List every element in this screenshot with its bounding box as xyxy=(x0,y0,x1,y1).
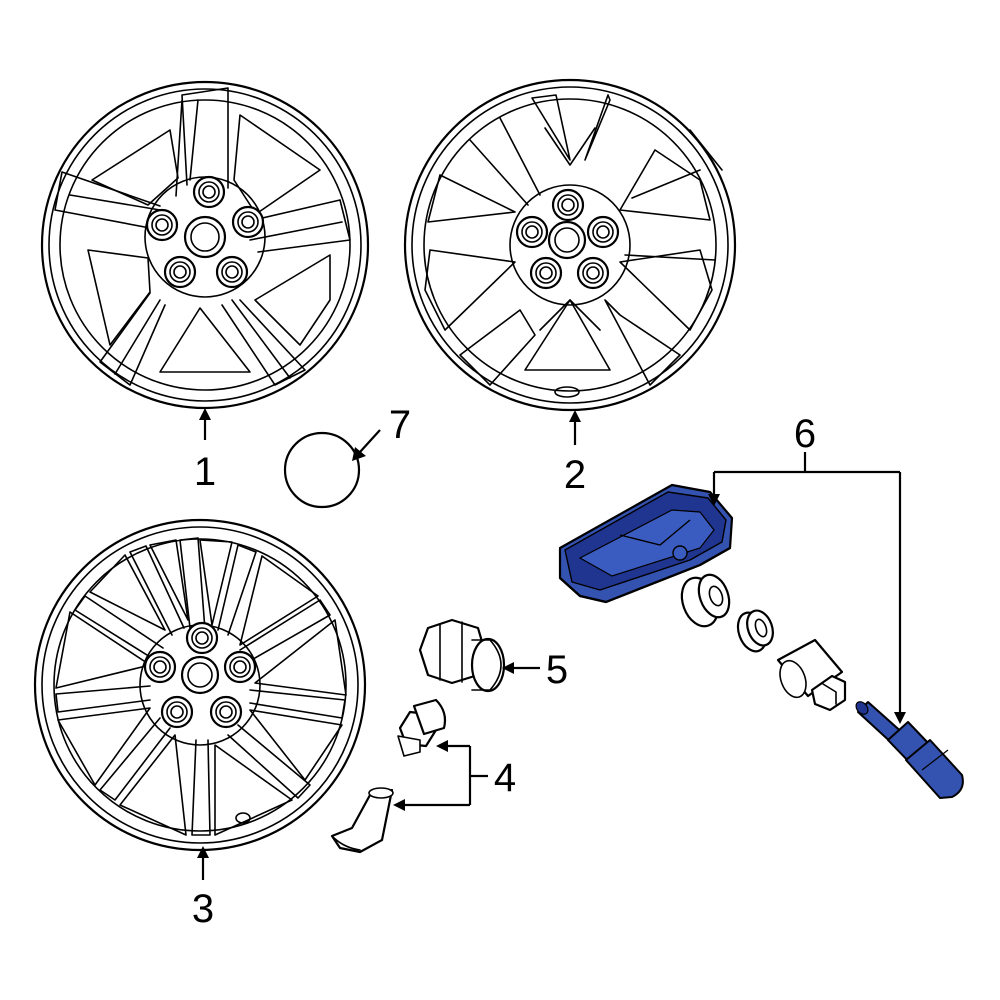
callout-7-leader xyxy=(352,429,381,461)
wheel-1-five-spoke[interactable] xyxy=(40,80,370,410)
center-cap[interactable] xyxy=(283,431,361,509)
callout-5: 5 xyxy=(546,648,568,692)
wheel-3-ten-spoke[interactable] xyxy=(33,518,367,852)
tpms-valve-stem[interactable] xyxy=(854,699,964,799)
callout-4-leader xyxy=(393,740,488,811)
callout-3-leader xyxy=(197,846,209,880)
wheel-2-split-spoke[interactable] xyxy=(403,78,737,412)
callout-4: 4 xyxy=(494,756,516,800)
callout-6-leader xyxy=(708,452,906,724)
tpms-sensor-body[interactable] xyxy=(558,483,734,604)
tpms-nut[interactable] xyxy=(775,638,847,712)
valve-stem-rubber[interactable] xyxy=(330,787,394,854)
callout-5-leader xyxy=(502,662,540,674)
callout-2: 2 xyxy=(564,453,586,497)
callout-3: 3 xyxy=(192,887,214,931)
callout-6: 6 xyxy=(794,412,816,456)
valve-cap[interactable] xyxy=(397,698,447,757)
tpms-washer[interactable] xyxy=(733,607,777,655)
callout-1-leader xyxy=(199,408,211,440)
callout-1: 1 xyxy=(194,450,216,494)
lug-nut[interactable] xyxy=(418,618,506,693)
callout-7: 7 xyxy=(389,403,411,447)
callout-2-leader xyxy=(569,410,581,445)
tpms-grommet[interactable] xyxy=(675,571,734,632)
